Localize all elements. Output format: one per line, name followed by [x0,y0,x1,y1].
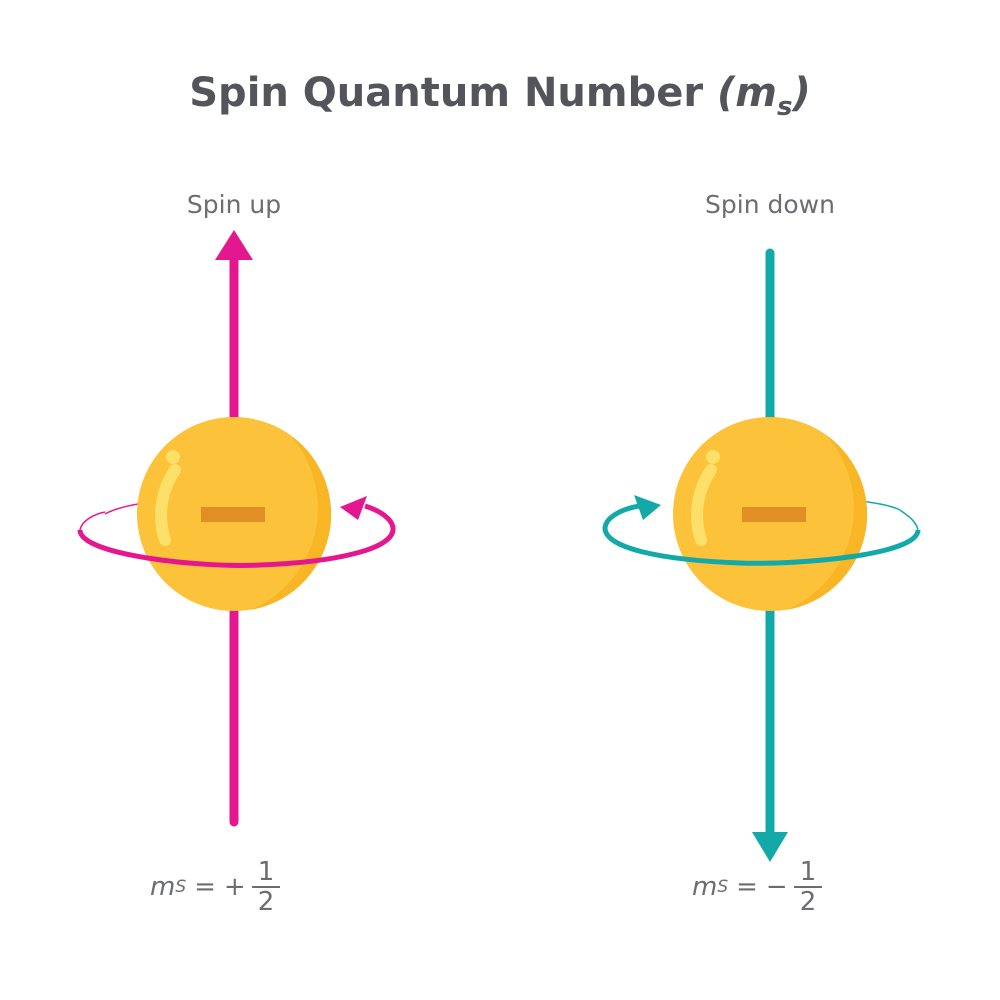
minus-icon [201,507,265,522]
up-arrow-icon [215,230,253,827]
sphere-icon [673,417,868,611]
spin-down-electron [602,248,921,862]
spin-up-label: Spin up [186,190,282,219]
rotation-arrow-icon [77,503,396,568]
rotation-arrow-icon [602,503,921,566]
down-arrow-icon [752,248,788,862]
title-text: Spin Quantum Number [189,70,704,116]
minus-icon [742,507,806,522]
sphere-icon [137,417,332,611]
spin-up-electron [77,230,396,827]
page-title: Spin Quantum Number (ms) [0,70,1000,122]
spin-down-label: Spin down [705,190,835,219]
title-symbol: (ms) [717,70,811,122]
